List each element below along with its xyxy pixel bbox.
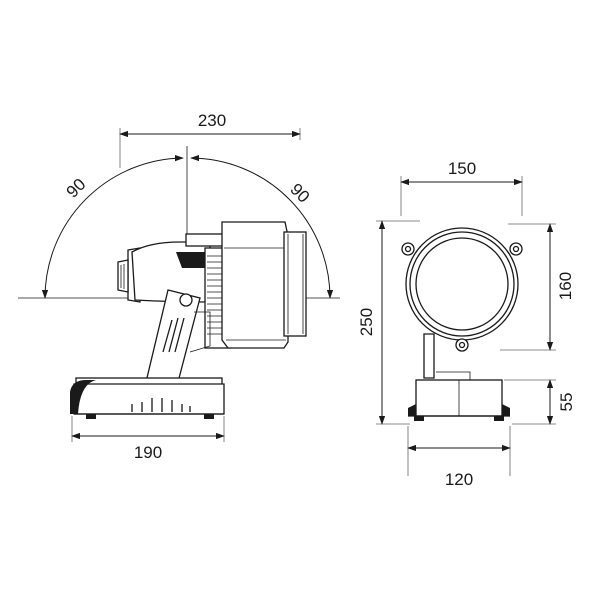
dim-total-height: 250 — [357, 220, 420, 425]
dim-side-width-label: 230 — [198, 111, 226, 130]
side-base — [70, 377, 225, 419]
side-arm — [145, 289, 211, 383]
dim-angle-left-label: 90 — [63, 175, 90, 202]
dim-front-width: 150 — [400, 159, 523, 216]
side-view: 230 90 90 — [18, 111, 340, 462]
dim-front-width-label: 150 — [448, 159, 476, 178]
front-lamp-head — [401, 227, 523, 352]
dim-side-width: 230 — [119, 111, 301, 168]
dim-base-depth-label: 120 — [445, 470, 473, 489]
front-view: 150 250 160 — [357, 159, 576, 489]
side-lamp-body — [117, 221, 307, 349]
dim-lens-diameter-label: 160 — [556, 272, 575, 300]
dim-base-height: 55 — [504, 379, 576, 425]
dim-base-height-label: 55 — [557, 393, 576, 412]
dim-base-width: 190 — [71, 416, 225, 462]
dim-base-width-label: 190 — [134, 443, 162, 462]
dim-base-depth: 120 — [407, 426, 511, 489]
dim-lens-diameter: 160 — [500, 223, 575, 351]
dim-total-height-label: 250 — [357, 308, 376, 336]
front-base — [408, 333, 510, 421]
dim-angle-right-label: 90 — [286, 180, 313, 207]
